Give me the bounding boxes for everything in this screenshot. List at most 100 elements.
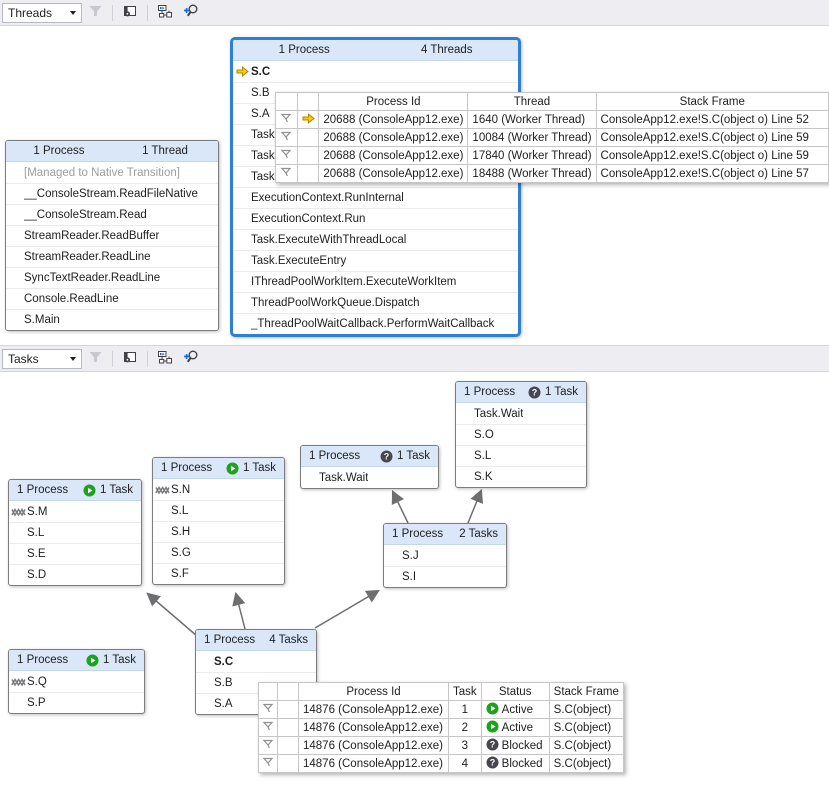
- process-count: 1 Process: [17, 654, 69, 666]
- active-status-icon: [486, 702, 499, 718]
- stack-frame-row[interactable]: ExecutionContext.Run: [233, 208, 518, 229]
- process-count: 1 Process: [161, 462, 213, 474]
- stack-frame-row[interactable]: S.L: [456, 445, 586, 466]
- task-stack-box-sm[interactable]: 1 Process 1 Task S.M S.L S.E S.D: [8, 479, 142, 586]
- threads-left-stack-box[interactable]: 1 Process 1 Thread [Managed to Native Tr…: [5, 140, 219, 331]
- stack-frame-row[interactable]: Task.ExecuteEntry: [233, 250, 518, 271]
- thread-row[interactable]: 20688 (ConsoleApp12.exe) 10084 (Worker T…: [275, 128, 829, 147]
- tasks-toolbar: Tasks: [0, 345, 829, 372]
- col-thread: Thread: [467, 92, 597, 111]
- flag-icon[interactable]: [275, 128, 298, 147]
- show-external-code-button[interactable]: [118, 348, 142, 370]
- stack-frame-row[interactable]: StreamReader.ReadLine: [6, 246, 218, 267]
- current-frame-arrow-icon: [296, 110, 320, 129]
- chevron-down-icon: [70, 10, 76, 15]
- task-row[interactable]: 14876 (ConsoleApp12.exe) 3 ?Blocked S.C(…: [258, 736, 624, 755]
- blocked-status-icon: ?: [486, 756, 499, 772]
- task-row[interactable]: 14876 (ConsoleApp12.exe) 2 Active S.C(ob…: [258, 718, 624, 737]
- zoom-control-button[interactable]: [179, 2, 203, 24]
- stack-frame-row[interactable]: Task.ExecuteWithThreadLocal: [233, 229, 518, 250]
- task-row[interactable]: 14876 (ConsoleApp12.exe) 4 ?Blocked S.C(…: [258, 754, 624, 773]
- stack-frame-row[interactable]: S.L: [153, 500, 284, 521]
- task-count: 2 Tasks: [459, 528, 498, 540]
- stack-frame-row[interactable]: S.K: [456, 466, 586, 487]
- flag-icon[interactable]: [275, 164, 298, 183]
- zoom-magnifier-icon: [183, 3, 199, 22]
- stack-frame-row[interactable]: S.D: [9, 564, 141, 585]
- funnel-icon: [88, 350, 103, 367]
- show-external-code-button[interactable]: [118, 2, 142, 24]
- col-task: Task: [448, 682, 482, 701]
- stack-frame-row[interactable]: S.P: [9, 692, 144, 713]
- thread-row[interactable]: 20688 (ConsoleApp12.exe) 17840 (Worker T…: [275, 146, 829, 165]
- chevron-down-icon: [70, 356, 76, 361]
- stack-frame-row[interactable]: S.Main: [6, 309, 218, 330]
- stack-frame-row[interactable]: S.N: [153, 479, 284, 500]
- stack-frame-row[interactable]: SyncTextReader.ReadLine: [6, 267, 218, 288]
- stack-frame-row[interactable]: S.O: [456, 424, 586, 445]
- stack-frame-row[interactable]: S.I: [384, 566, 506, 587]
- task-stack-box-wait[interactable]: 1 Process ? 1 Task Task.Wait: [300, 445, 439, 489]
- running-task-icon: [83, 484, 96, 497]
- stack-frame-row[interactable]: S.L: [9, 522, 141, 543]
- toolbar-separator: [112, 4, 113, 21]
- stack-frame-row[interactable]: Console.ReadLine: [6, 288, 218, 309]
- flag-icon[interactable]: [258, 754, 278, 773]
- svg-text:?: ?: [384, 451, 390, 461]
- flag-icon[interactable]: [258, 718, 278, 737]
- stack-frame-row[interactable]: StreamReader.ReadBuffer: [6, 225, 218, 246]
- task-count: 1 Task: [102, 654, 136, 666]
- thread-row[interactable]: 20688 (ConsoleApp12.exe) 1640 (Worker Th…: [275, 110, 829, 129]
- stack-frame-row[interactable]: S.M: [9, 501, 141, 522]
- window-gear-icon: [122, 3, 138, 22]
- task-stack-box-two[interactable]: 1 Process 2 Tasks S.J S.I: [383, 523, 507, 588]
- funnel-icon: [88, 4, 103, 21]
- task-stack-box-sq[interactable]: 1 Process 1 Task S.Q S.P: [8, 649, 145, 714]
- zoom-control-button[interactable]: [179, 348, 203, 370]
- stack-frame-row[interactable]: ThreadPoolWorkQueue.Dispatch: [233, 292, 518, 313]
- stack-box-header: 1 Process ? 1 Task: [301, 446, 438, 467]
- stack-frame-row[interactable]: __ConsoleStream.ReadFileNative: [6, 183, 218, 204]
- tasks-detail-table: Process Id Task Status Stack Frame 14876…: [258, 682, 624, 773]
- stack-frame-row[interactable]: S.H: [153, 521, 284, 542]
- task-stack-box-so[interactable]: 1 Process ? 1 Task Task.Wait S.O S.L S.K: [455, 381, 587, 488]
- stack-frame-row[interactable]: ExecutionContext.RunInternal: [233, 187, 518, 208]
- stack-frame-row[interactable]: Task.Wait: [474, 407, 524, 420]
- stack-frame-row[interactable]: S.B: [233, 82, 518, 103]
- stack-frame-row[interactable]: S.C: [214, 655, 234, 668]
- flag-icon[interactable]: [275, 146, 298, 165]
- task-count: 1 Task: [544, 386, 578, 398]
- task-stack-box-sn[interactable]: 1 Process 1 Task S.N S.L S.H S.G S.F: [152, 457, 285, 585]
- thread-row[interactable]: 20688 (ConsoleApp12.exe) 18488 (Worker T…: [275, 164, 829, 183]
- thread-count: 4 Threads: [420, 44, 473, 56]
- threads-main-stack-box[interactable]: 1 Process 4 Threads S.C S.B S.A Task Tas…: [230, 37, 521, 337]
- stack-frame-row[interactable]: Task.Wait: [319, 471, 369, 484]
- crossed-threads-icon: [153, 485, 171, 495]
- stack-frame-row[interactable]: _ThreadPoolWaitCallback.PerformWaitCallb…: [233, 313, 518, 334]
- stack-frame-row[interactable]: S.F: [153, 563, 284, 584]
- dependency-arrows: [146, 488, 484, 637]
- flagged-filter-button[interactable]: [83, 2, 107, 24]
- stack-frame-row[interactable]: S.A: [196, 693, 316, 714]
- stack-frame-row[interactable]: S.E: [9, 543, 141, 564]
- method-view-button[interactable]: [153, 348, 177, 370]
- threads-detail-table: Process Id Thread Stack Frame 20688 (Con…: [275, 92, 829, 183]
- view-selector-tasks[interactable]: Tasks: [2, 348, 82, 369]
- method-view-button[interactable]: [153, 2, 177, 24]
- task-row[interactable]: 14876 (ConsoleApp12.exe) 1 Active S.C(ob…: [258, 700, 624, 719]
- stack-frame-row[interactable]: S.Q: [9, 671, 144, 692]
- flagged-filter-button[interactable]: [83, 348, 107, 370]
- flag-icon[interactable]: [275, 110, 298, 129]
- stack-frame-row[interactable]: __ConsoleStream.Read: [6, 204, 218, 225]
- stack-frame-row[interactable]: S.B: [196, 672, 316, 693]
- task-stack-box-four[interactable]: 1 Process 4 Tasks S.C S.B S.A: [195, 629, 317, 715]
- stack-frame-row[interactable]: S.G: [153, 542, 284, 563]
- stack-frame-row[interactable]: [Managed to Native Transition]: [24, 166, 180, 179]
- stack-frame-row[interactable]: S.J: [402, 549, 419, 562]
- stack-frame-row[interactable]: IThreadPoolWorkItem.ExecuteWorkItem: [233, 271, 518, 292]
- stack-frame-row[interactable]: S.C: [233, 61, 518, 82]
- view-selector-threads[interactable]: Threads: [2, 2, 82, 23]
- tasks-panel: 1 Process ? 1 Task Task.Wait S.O S.L S.K…: [0, 372, 829, 787]
- flag-icon[interactable]: [258, 700, 278, 719]
- flag-icon[interactable]: [258, 736, 278, 755]
